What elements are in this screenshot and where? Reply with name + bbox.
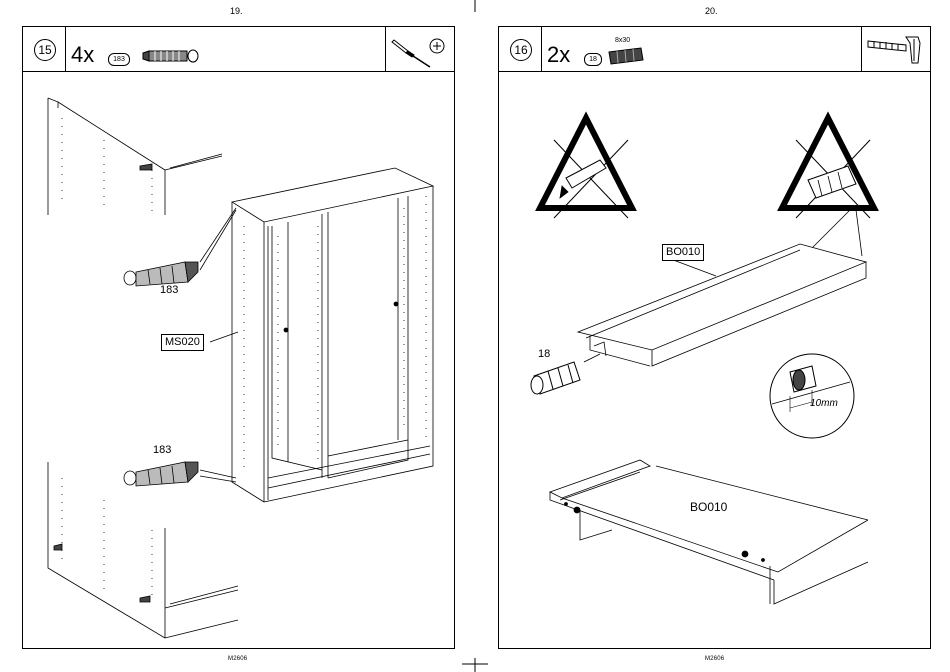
- callout-bo010-bottom: BO010: [690, 500, 727, 514]
- callout-18: 18: [538, 348, 550, 360]
- callout-bo010-top: BO010: [662, 244, 704, 261]
- callout-10mm: 10mm: [810, 398, 838, 409]
- footer-code-right: M2606: [705, 656, 724, 662]
